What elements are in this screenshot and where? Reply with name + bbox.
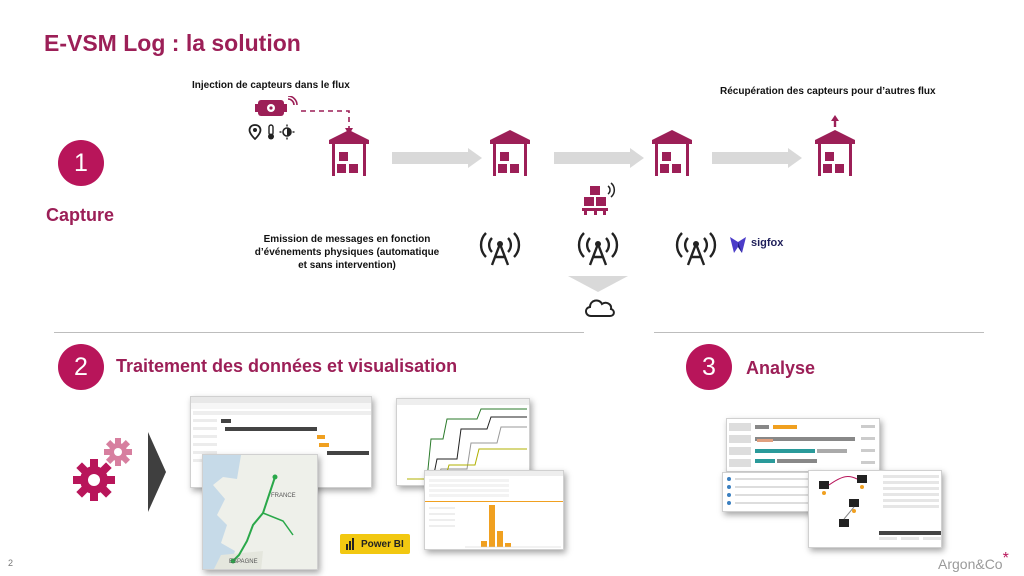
sigfox-logo-icon bbox=[728, 235, 748, 255]
location-pin-icon bbox=[248, 124, 262, 141]
warehouse-icon bbox=[488, 128, 532, 176]
pallet-icon bbox=[580, 180, 620, 216]
map-label-spain: ESPAGNE bbox=[229, 559, 258, 565]
recovery-caption: Récupération des capteurs pour d’autres … bbox=[720, 86, 936, 97]
down-arrow bbox=[568, 276, 628, 292]
emission-caption-line: et sans intervention) bbox=[298, 260, 396, 271]
sigfox-label: sigfox bbox=[751, 237, 784, 249]
cloud-icon bbox=[582, 294, 616, 320]
antenna-icon bbox=[674, 230, 718, 266]
step-number-2: 2 bbox=[58, 344, 104, 390]
warehouse-icon bbox=[813, 114, 857, 176]
capture-label: Capture bbox=[46, 205, 115, 225]
analysis-diagram-screenshot bbox=[808, 470, 942, 548]
bar-chart-screenshot bbox=[424, 470, 564, 550]
analysis-label: Analyse bbox=[746, 358, 816, 378]
power-bi-label: Power BI bbox=[361, 538, 404, 550]
injection-caption: Injection de capteurs dans le flux bbox=[192, 80, 350, 91]
brand-logo: Argon&Co* bbox=[938, 550, 1009, 574]
map-screenshot: FRANCE ESPAGNE bbox=[202, 454, 318, 570]
antenna-icon bbox=[576, 230, 620, 266]
warehouse-icon bbox=[650, 128, 694, 176]
antenna-icon bbox=[478, 230, 522, 266]
page-title: E-VSM Log : la solution bbox=[44, 30, 301, 56]
processing-label: Traitement des données et visualisation bbox=[116, 356, 458, 376]
light-icon bbox=[279, 124, 295, 140]
emission-caption-line: d’événements physiques (automatique bbox=[254, 247, 440, 258]
section-divider bbox=[654, 332, 984, 333]
flow-arrow bbox=[712, 148, 802, 168]
step-number-1: 1 bbox=[58, 140, 104, 186]
analysis-list-screenshot bbox=[722, 472, 818, 512]
page-number: 2 bbox=[8, 558, 14, 568]
sensor-icon bbox=[254, 95, 300, 140]
analysis-table-screenshot bbox=[726, 418, 880, 472]
flow-arrow bbox=[392, 148, 482, 168]
emission-caption: Emission de messages en fonction d’événe… bbox=[232, 233, 462, 272]
thermometer-icon bbox=[266, 124, 276, 140]
power-bi-badge: Power BI bbox=[340, 534, 410, 554]
section-divider bbox=[54, 332, 584, 333]
chevron-right-icon bbox=[148, 432, 166, 512]
power-bi-icon bbox=[346, 538, 356, 550]
emission-caption-line: Emission de messages en fonction bbox=[263, 234, 431, 245]
warehouse-icon bbox=[327, 128, 371, 176]
flow-arrow bbox=[554, 148, 644, 168]
map-label-france: FRANCE bbox=[271, 493, 296, 499]
brand-name: Argon&Co bbox=[938, 556, 1003, 572]
step-number-3: 3 bbox=[686, 344, 732, 390]
brand-mark: * bbox=[1002, 550, 1009, 567]
gears-icon bbox=[68, 436, 134, 504]
